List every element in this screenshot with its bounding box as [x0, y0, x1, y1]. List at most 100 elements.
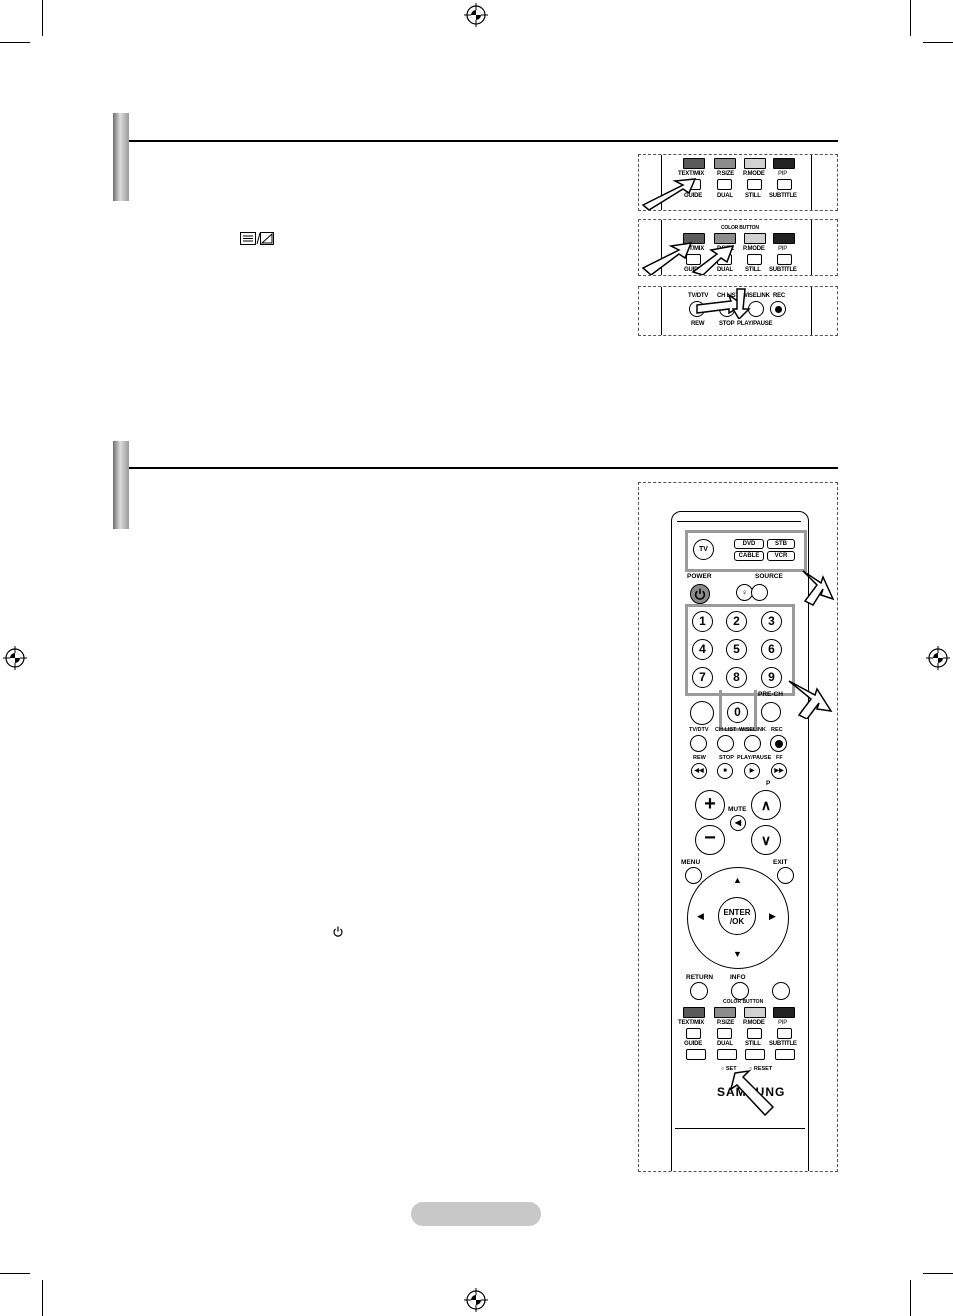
- teletext-panel-3: TV/DTV CH LIST WISELINK REC REW STOP PLA…: [638, 286, 838, 336]
- tv-dtv-button[interactable]: [690, 735, 707, 752]
- cable-mode-button[interactable]: CABLE: [734, 551, 764, 561]
- red-button[interactable]: [683, 233, 705, 244]
- tv-mode-label: TV: [699, 546, 708, 553]
- mute-button[interactable]: ◀: [730, 815, 746, 831]
- label-dual: DUAL: [717, 267, 733, 273]
- digit-7-button[interactable]: 7: [692, 667, 713, 688]
- p-mode-button[interactable]: [747, 1028, 762, 1039]
- subtitle-button[interactable]: [775, 1049, 795, 1060]
- pip-button[interactable]: [777, 179, 792, 190]
- digit-6-button[interactable]: 6: [761, 639, 782, 660]
- rec-button[interactable]: [770, 735, 787, 752]
- channel-down-button[interactable]: ∨: [751, 825, 781, 855]
- section-1-bar: [113, 113, 129, 201]
- p-size-button[interactable]: [717, 1028, 732, 1039]
- number-pad-group: [685, 604, 795, 696]
- ch-list-button[interactable]: [717, 735, 734, 752]
- registration-mark-icon: [464, 1288, 488, 1312]
- channel-up-button[interactable]: ∧: [751, 790, 781, 820]
- digit-4-button[interactable]: 4: [692, 639, 713, 660]
- yellow-button[interactable]: [744, 233, 766, 244]
- stb-mode-button[interactable]: STB: [767, 539, 795, 549]
- ff-label: FF: [776, 755, 783, 761]
- reset-label: ○ RESET: [749, 1066, 773, 1072]
- rec-button[interactable]: [770, 301, 786, 317]
- still-button[interactable]: [745, 1049, 765, 1060]
- red-button[interactable]: [683, 158, 705, 169]
- registration-mark-icon: [464, 3, 488, 27]
- tv-dtv-label: TV/DTV: [689, 727, 709, 733]
- dvd-mode-button[interactable]: DVD: [734, 539, 764, 549]
- p-mode-button[interactable]: [747, 254, 762, 265]
- anynet-button[interactable]: [772, 982, 790, 1000]
- pre-ch-button[interactable]: [761, 702, 781, 722]
- enter-ok-button[interactable]: ENTER /OK: [718, 897, 756, 935]
- green-button[interactable]: [714, 1007, 736, 1018]
- play-pause-button[interactable]: ▶: [744, 763, 760, 779]
- pip-button[interactable]: [777, 1028, 792, 1039]
- source-button[interactable]: [751, 584, 768, 601]
- volume-up-button[interactable]: +: [695, 790, 725, 820]
- power-button[interactable]: [690, 584, 710, 604]
- section-2-rule: [129, 467, 838, 469]
- text-mix-button[interactable]: [686, 1028, 701, 1039]
- volume-down-button[interactable]: −: [695, 825, 725, 855]
- pointer-arrow-icon: [641, 178, 697, 210]
- menu-button[interactable]: [685, 867, 702, 884]
- exit-label: EXIT: [773, 859, 788, 866]
- rew-button[interactable]: ◀◀: [691, 763, 707, 779]
- registration-mark-icon: [3, 646, 27, 670]
- pip-button[interactable]: [777, 254, 792, 265]
- crop-mark-br-h: [923, 1273, 953, 1274]
- wiselink-button[interactable]: [744, 735, 761, 752]
- crop-mark-tl-h: [0, 42, 30, 43]
- dual-button[interactable]: [717, 1049, 737, 1060]
- return-button[interactable]: [690, 982, 708, 1000]
- blue-button[interactable]: [773, 1007, 795, 1018]
- enter-label: ENTER: [723, 908, 751, 917]
- p-mode-button[interactable]: [747, 179, 762, 190]
- label-rew: REW: [691, 321, 705, 327]
- label-rec: REC: [773, 293, 786, 299]
- stop-button[interactable]: ■: [717, 763, 733, 779]
- vcr-mode-button[interactable]: VCR: [767, 551, 795, 561]
- digit-9-button[interactable]: 9: [761, 667, 782, 688]
- up-arrow-button[interactable]: ▲: [733, 875, 742, 885]
- label-still: STILL: [745, 193, 761, 199]
- tv-mode-button[interactable]: TV: [693, 539, 714, 560]
- digit-0-button[interactable]: 0: [727, 702, 748, 723]
- left-arrow-button[interactable]: ◀: [697, 911, 704, 921]
- exit-button[interactable]: [777, 867, 794, 884]
- yellow-button[interactable]: [744, 1007, 766, 1018]
- blue-button[interactable]: [773, 233, 795, 244]
- blue-button[interactable]: [773, 158, 795, 169]
- crop-mark-bl-h: [0, 1273, 30, 1274]
- digit-5-button[interactable]: 5: [726, 639, 747, 660]
- label-p-mode: P.MODE: [743, 171, 765, 177]
- registration-mark-icon: [926, 646, 950, 670]
- yellow-button[interactable]: [744, 158, 766, 169]
- label-guide: GUIDE: [684, 1041, 703, 1047]
- label-play-pause: PLAY/PAUSE: [737, 321, 773, 327]
- digit-2-button[interactable]: 2: [726, 611, 747, 632]
- text-mix-button[interactable]: [686, 254, 701, 265]
- label-dual: DUAL: [717, 1041, 733, 1047]
- info-label: INFO: [730, 974, 746, 981]
- ff-button[interactable]: ▶▶: [771, 763, 787, 779]
- teletext-mix-icon: [240, 232, 274, 245]
- green-button[interactable]: [714, 158, 736, 169]
- digit-1-button[interactable]: 1: [692, 611, 713, 632]
- section-1-rule: [129, 140, 838, 142]
- digit-8-button[interactable]: 8: [726, 667, 747, 688]
- label-stop: STOP: [719, 321, 735, 327]
- right-arrow-button[interactable]: ▶: [769, 911, 776, 921]
- digit-3-button[interactable]: 3: [761, 611, 782, 632]
- green-button[interactable]: [714, 233, 736, 244]
- info-button[interactable]: [731, 982, 749, 1000]
- dash-button[interactable]: [690, 701, 714, 725]
- down-arrow-button[interactable]: ▼: [733, 949, 742, 959]
- guide-button[interactable]: [686, 1049, 706, 1060]
- p-size-button[interactable]: [717, 179, 732, 190]
- rec-label: REC: [771, 727, 783, 733]
- red-button[interactable]: [683, 1007, 705, 1018]
